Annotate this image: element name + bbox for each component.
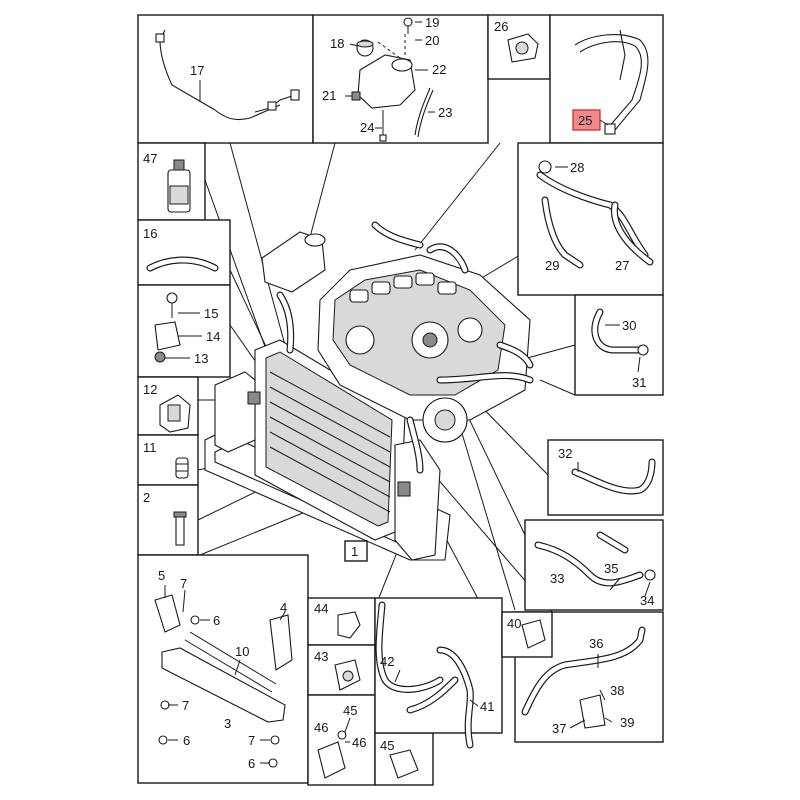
callout-41: 43 <box>314 649 328 664</box>
clip-38 <box>521 619 546 649</box>
plug-2 <box>173 511 187 546</box>
clip-42 <box>337 611 361 639</box>
callout-40: 42 <box>380 654 394 669</box>
callout-20: 22 <box>432 62 446 77</box>
hose-28 <box>591 308 649 356</box>
callout-32: 34 <box>640 593 654 608</box>
hose-39-40 <box>375 601 474 749</box>
callout-19: 21 <box>322 88 336 103</box>
wiring-harness <box>155 29 300 121</box>
callout-10: 12 <box>143 382 157 397</box>
callout-36: 38 <box>610 683 624 698</box>
box-11-13 <box>137 284 231 378</box>
callout-8: 10 <box>235 644 249 659</box>
callout-17: 19 <box>425 15 439 30</box>
mount-10 <box>159 394 191 433</box>
callout-6a: 6 <box>213 613 220 628</box>
callout-4: 4 <box>280 600 287 615</box>
hose-31 <box>534 531 656 587</box>
expansion-tank-parts <box>351 17 434 142</box>
coolant-bottle <box>167 159 191 213</box>
callout-35: 37 <box>552 721 566 736</box>
callout-37: 39 <box>620 715 634 730</box>
callout-15: 17 <box>190 63 204 78</box>
callout-11: 13 <box>194 351 208 366</box>
callout-7b: 7 <box>182 698 189 713</box>
box-39-40 <box>374 597 503 734</box>
main-label: 1 <box>351 544 358 559</box>
clip-44 <box>317 730 347 779</box>
callout-21: 23 <box>438 105 452 120</box>
callout-31: 33 <box>550 571 564 586</box>
callout-42: 44 <box>314 601 328 616</box>
callout-39: 41 <box>480 699 494 714</box>
callout-29: 31 <box>632 375 646 390</box>
callout-13: 15 <box>204 306 218 321</box>
callout-7a: 7 <box>180 576 187 591</box>
callout-43: 45 <box>380 738 394 753</box>
hoses-25-27 <box>536 160 654 269</box>
callout-23: 25 <box>578 113 592 128</box>
callout-14: 16 <box>143 226 157 241</box>
bolt-bracket <box>154 292 181 363</box>
callout-45-label: 45 <box>343 703 357 718</box>
bracket-24 <box>507 33 539 63</box>
callout-labels: 1 17 18 19 20 21 22 23 24 25 26 47 16 15… <box>143 15 654 771</box>
hose-30 <box>571 458 656 495</box>
grommet-9 <box>175 457 189 479</box>
callout-28: 30 <box>622 318 636 333</box>
callout-33: 35 <box>604 561 618 576</box>
callout-34: 36 <box>589 636 603 651</box>
callout-22: 24 <box>360 120 374 135</box>
callout-44: 46 <box>314 720 328 735</box>
callout-5: 5 <box>158 568 165 583</box>
callout-leaders <box>164 21 651 764</box>
box-2 <box>137 484 199 556</box>
callout-3: 3 <box>224 716 231 731</box>
box-15 <box>137 14 314 144</box>
box-23 <box>549 14 664 144</box>
hose-assembly-23 <box>574 29 649 135</box>
main-label-box <box>344 540 368 562</box>
callout-25: 27 <box>615 258 629 273</box>
callout-47: 47 <box>143 151 157 166</box>
callout-46-label: 46 <box>352 735 366 750</box>
callout-6c: 6 <box>248 756 255 771</box>
callout-30: 32 <box>558 446 572 461</box>
box-31-33 <box>524 519 664 611</box>
callout-18: 20 <box>425 33 439 48</box>
callout-24: 26 <box>494 19 508 34</box>
clip-41 <box>334 659 361 691</box>
callout-2: 2 <box>143 490 150 505</box>
callout-26: 28 <box>570 160 584 175</box>
lower-crossmember <box>154 594 293 768</box>
callout-16: 18 <box>330 36 344 51</box>
callout-6b: 6 <box>183 733 190 748</box>
callout-12: 14 <box>206 329 220 344</box>
box-28-29 <box>574 294 664 396</box>
callout-9: 11 <box>143 440 157 455</box>
callout-27: 29 <box>545 258 559 273</box>
callout-38: 40 <box>507 616 521 631</box>
callout-7c: 7 <box>248 733 255 748</box>
hose-14 <box>146 256 219 272</box>
box-14 <box>137 219 231 286</box>
box-30 <box>547 439 664 516</box>
clip-43 <box>389 749 419 779</box>
hose-34 <box>521 626 646 729</box>
main-assembly <box>204 221 534 561</box>
